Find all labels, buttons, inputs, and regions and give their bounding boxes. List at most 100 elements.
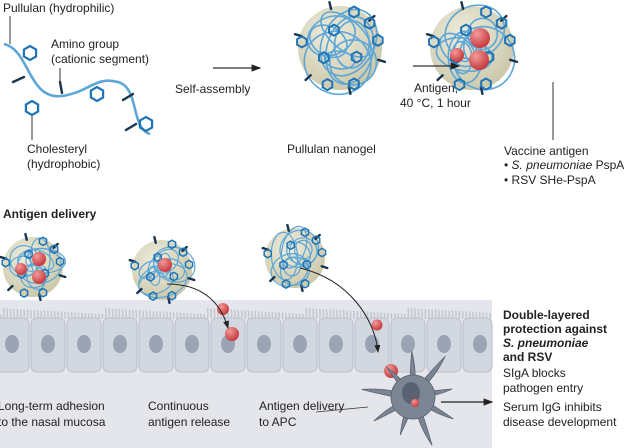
amino-group-mark [136, 287, 143, 295]
pullulan-loop [282, 256, 301, 277]
cell-nucleus [185, 335, 199, 353]
section-title: Antigen delivery [3, 207, 97, 221]
pullulan-loop [303, 30, 372, 96]
antigen-particle [15, 263, 27, 275]
cholesteryl-hexagon-icon [363, 16, 376, 30]
cholesteryl-hexagon-icon [372, 33, 384, 47]
cell-nucleus [293, 335, 307, 353]
cholesteryl-hexagon-icon [184, 259, 194, 270]
stage3-sublabel: to APC [259, 415, 297, 429]
nanogel-label: Pullulan nanogel [287, 142, 376, 156]
cholesteryl-hexagon-icon [167, 290, 177, 301]
pullulan-loop [280, 225, 308, 269]
amino-group-mark [436, 74, 444, 82]
stage1-label: Long-term adhesion [0, 399, 105, 413]
amino-group-mark [293, 32, 303, 38]
antigen-name: PspA [592, 158, 625, 172]
amino-group-mark [425, 32, 435, 38]
amino-group-mark [24, 232, 28, 241]
amino-group-mark [7, 284, 14, 292]
cholesteryl-hexagon-icon [348, 5, 360, 19]
cholesteryl-hexagon-icon [453, 77, 466, 92]
apc-nucleus [402, 382, 420, 404]
cholesteryl-hexagon-icon [286, 240, 295, 251]
igg-result-2: disease development [503, 415, 617, 429]
cholesteryl-hexagon-icon [1, 257, 11, 268]
siga-result-2: pathogen entry [503, 381, 584, 395]
cholesteryl-hexagon-icon [480, 5, 492, 19]
antigen-particle [411, 399, 419, 407]
nanogel [128, 235, 196, 305]
delivery-arrow [299, 267, 381, 353]
cholesteryl-hexagon-icon [328, 23, 340, 37]
antigen-particle [450, 48, 464, 62]
vaccine-item: • S. pneumoniae PspA [504, 158, 624, 172]
cholesteryl-hexagon-icon [302, 259, 312, 270]
amino-group-sublabel: (cationic segment) [51, 52, 150, 66]
vaccine-item: • RSV SHe-PspA [504, 173, 596, 187]
siga-result: SIgA blocks [503, 366, 566, 380]
amino-group-mark [153, 235, 157, 244]
cholesteryl-hexagon-icon [348, 77, 360, 91]
cell-nucleus [113, 335, 127, 353]
amino-group-mark [460, 0, 465, 11]
cholesteryl-hexagon-icon [24, 249, 33, 260]
pullulan-strand [3, 16, 154, 140]
cell-nucleus [149, 335, 163, 353]
cell-nucleus [401, 335, 415, 353]
amino-group-mark [304, 74, 312, 82]
cholesteryl-hexagon-icon [167, 239, 177, 250]
amino-group-mark [509, 58, 519, 64]
amino-group-label: Amino group [51, 37, 120, 51]
cell-nucleus [41, 335, 55, 353]
protection-title-species: S. pneumoniae [503, 336, 589, 350]
cholesteryl-hexagon-icon [138, 115, 154, 133]
cholesteryl-hexagon-icon [311, 235, 321, 246]
cholesteryl-hexagon-icon [300, 278, 310, 289]
self-assembly-label: Self-assembly [175, 82, 251, 96]
pullulan-loop [27, 249, 55, 271]
cell-nucleus [437, 335, 451, 353]
cholesteryl-hexagon-icon [279, 259, 288, 270]
nanogel [0, 232, 67, 302]
cell-nucleus [257, 335, 271, 353]
amino-group-mark [479, 85, 484, 96]
amino-group-mark [124, 122, 138, 132]
antigen-name: RSV SHe-PspA [511, 173, 596, 187]
amino-group-mark [320, 265, 329, 270]
antigen-particle [470, 28, 490, 48]
nasal-epithelium [0, 307, 493, 373]
antigen-particle [469, 50, 489, 70]
antigen-particle [32, 270, 46, 284]
pullulan-loop [306, 15, 356, 57]
amino-group-mark [328, 0, 333, 11]
antigen-condition-sublabel: 40 °C, 1 hour [400, 96, 471, 110]
cholesteryl-hexagon-icon [89, 85, 105, 103]
cell-nucleus [5, 335, 19, 353]
pullulan-loop [325, 15, 375, 85]
cholesteryl-hexagon-icon [148, 291, 158, 302]
amino-group-mark [269, 275, 276, 283]
igg-result: Serum IgG inhibits [503, 400, 602, 414]
apc-dendrites [361, 350, 454, 446]
antigen-particle [225, 327, 239, 341]
antigen-condition-label: Antigen, [414, 81, 459, 95]
protection-title-2: protection against [503, 322, 608, 336]
amino-group-mark [58, 274, 67, 279]
antigen-particle [217, 303, 229, 315]
cholesteryl-hexagon-icon [169, 271, 179, 282]
apc-leader-line [315, 406, 369, 413]
cholesteryl-hexagon-icon [130, 260, 140, 271]
pullulan-loop [294, 239, 313, 260]
cholesteryl-hexagon-icon [22, 44, 38, 62]
release-arrow [166, 283, 229, 329]
amino-group-mark [11, 75, 26, 84]
cilia [0, 307, 491, 320]
bullet: • [504, 173, 509, 187]
cholesteryl-hexagon-icon [38, 236, 48, 247]
cholesteryl-label: Cholesteryl [27, 142, 88, 156]
cholesteryl-sublabel: (hydrophobic) [27, 157, 101, 171]
amino-group-mark [377, 58, 387, 64]
cholesteryl-hexagon-icon [318, 51, 330, 65]
